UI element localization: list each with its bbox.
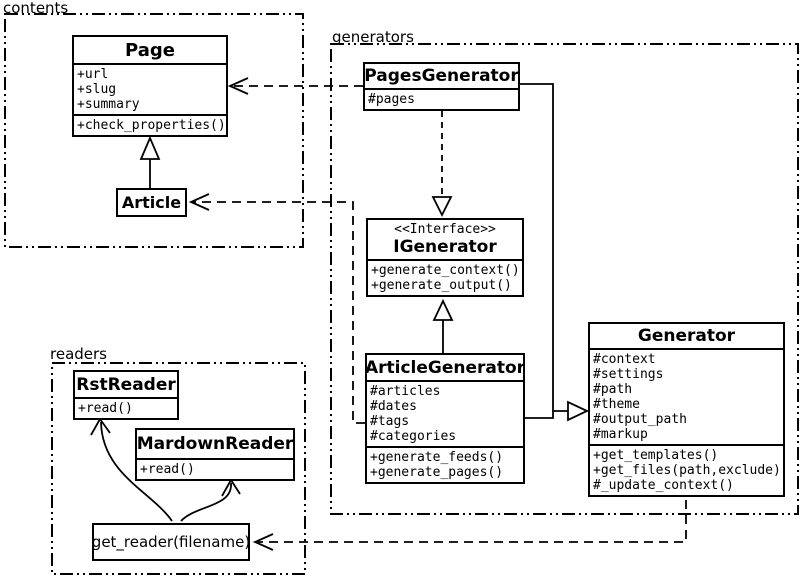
class-method: +generate_pages() <box>370 465 504 480</box>
package-border-generators <box>330 43 799 515</box>
class-method: +generate_context() <box>371 263 520 278</box>
package-label-generators: generators <box>332 28 414 46</box>
class-pagesgenerator: PagesGenerator #pages <box>363 62 520 111</box>
methods-compartment: +read() <box>75 397 177 418</box>
class-title: Page <box>125 39 175 61</box>
package-label-readers: readers <box>50 345 107 363</box>
class-method: +generate_output() <box>371 278 512 293</box>
class-rstreader: RstReader +read() <box>73 370 179 420</box>
stereotype-label: <<Interface>> <box>394 222 496 237</box>
class-page: Page +url+slug+summary +check_properties… <box>72 35 228 137</box>
methods-compartment: +check_properties() <box>74 114 226 135</box>
class-title: PagesGenerator <box>364 66 519 86</box>
class-title: Generator <box>637 326 736 346</box>
class-generator: Generator #context#settings#path#theme#o… <box>588 322 785 497</box>
methods-compartment: +read() <box>137 458 293 479</box>
methods-compartment: +generate_context()+generate_output() <box>368 259 522 295</box>
class-method: #_update_context() <box>593 478 734 493</box>
class-method: +check_properties() <box>77 118 226 133</box>
class-attribute: #markup <box>593 427 648 442</box>
class-method: +generate_feeds() <box>370 450 504 465</box>
class-attribute: #output_path <box>593 412 687 427</box>
curved-arrow-getreader-to-mardownreader <box>180 478 241 522</box>
methods-compartment: +generate_feeds()+generate_pages() <box>367 446 523 482</box>
class-attribute: #path <box>593 382 633 397</box>
inheritance-arrow-article-to-page <box>139 135 161 188</box>
package-label-contents: contents <box>3 0 69 17</box>
package-border-readers <box>51 362 306 575</box>
class-attribute: #categories <box>370 429 457 444</box>
class-method: +get_templates() <box>593 448 719 463</box>
function-box-get-reader: get_reader(filename) <box>92 523 250 561</box>
class-attribute: #context <box>593 352 656 367</box>
realization-arrow-pagesgenerator-to-igenerator <box>431 111 453 218</box>
class-attribute: +slug <box>77 82 117 97</box>
class-title: IGenerator <box>393 237 497 257</box>
class-igenerator: <<Interface>> IGenerator +generate_conte… <box>366 218 524 297</box>
dependency-arrow-generator-to-getreader <box>252 500 687 551</box>
class-attribute: #dates <box>370 399 417 414</box>
attributes-compartment: +url+slug+summary <box>74 63 226 114</box>
class-mardownreader: MardownReader +read() <box>135 428 295 481</box>
class-method: +get_files(path,exclude) <box>593 463 781 478</box>
class-method: +read() <box>78 401 133 416</box>
dependency-arrow-articlegenerator-to-article <box>188 193 365 424</box>
attributes-compartment: #articles#dates#tags#categories <box>367 380 523 446</box>
class-title: ArticleGenerator <box>364 357 526 378</box>
dependency-arrow-pagesgenerator-to-page <box>227 77 363 95</box>
class-attribute: #articles <box>370 384 441 399</box>
methods-compartment: +get_templates()+get_files(path,exclude)… <box>590 444 783 495</box>
class-title: RstReader <box>76 374 176 395</box>
class-attribute: #settings <box>593 367 664 382</box>
class-article: Article <box>116 188 187 217</box>
class-attribute: #pages <box>368 92 415 107</box>
inheritance-arrow-articlegenerator-to-igenerator <box>432 298 454 353</box>
class-title: MardownReader <box>136 434 294 454</box>
class-title-block: <<Interface>> IGenerator <box>368 220 522 259</box>
class-attribute: #tags <box>370 414 410 429</box>
class-articlegenerator: ArticleGenerator #articles#dates#tags#ca… <box>365 353 525 484</box>
class-attribute: #theme <box>593 397 640 412</box>
class-method: +read() <box>140 462 195 477</box>
function-label: get_reader(filename) <box>91 533 251 551</box>
attributes-compartment: #pages <box>365 88 518 109</box>
class-title: Article <box>121 193 182 212</box>
class-attribute: +url <box>77 67 109 82</box>
package-border-contents <box>4 13 304 248</box>
class-attribute: +summary <box>77 97 140 112</box>
inheritance-arrows-to-generator <box>520 83 590 422</box>
attributes-compartment: #context#settings#path#theme#output_path… <box>590 348 783 444</box>
